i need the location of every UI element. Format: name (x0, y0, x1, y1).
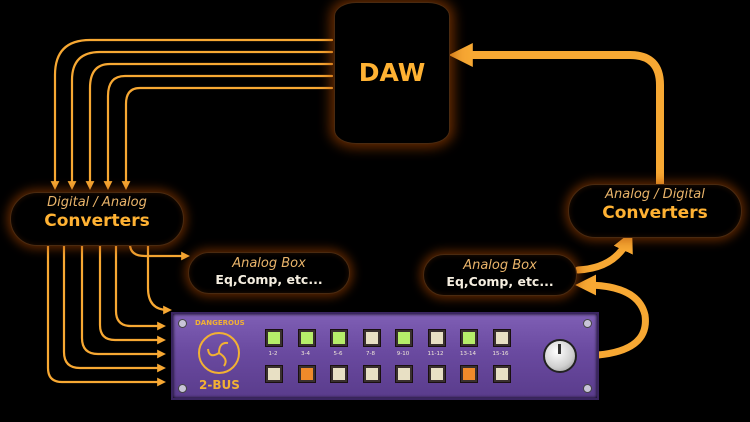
screw-icon (178, 384, 187, 393)
converter-to-bus-line-1 (46, 242, 166, 387)
screw-icon (583, 384, 592, 393)
analog-box-to-converter-arrow (574, 231, 633, 274)
channel-button-bottom[interactable] (493, 366, 510, 382)
converter-to-daw-arrow (448, 43, 664, 188)
converters-right: Analog / Digital Converters (568, 184, 742, 238)
converter-to-bus-line-4 (98, 242, 166, 345)
channel-button-top[interactable] (363, 330, 380, 346)
channel-button-top[interactable] (493, 330, 510, 346)
channel-button-bottom[interactable] (298, 366, 315, 382)
analog-box-to-bus-line (146, 242, 172, 315)
channel-button-top[interactable] (298, 330, 315, 346)
channel-button-bottom[interactable] (396, 366, 412, 382)
channel-label: 5-6 (333, 351, 343, 357)
analog-box-right-line1: Analog Box (463, 258, 537, 273)
channel-label: 1-2 (268, 351, 278, 357)
channel-button-bottom[interactable] (363, 366, 380, 382)
converters-left-line1: Digital / Analog (47, 195, 147, 210)
channel-label: 11-12 (427, 351, 444, 357)
channel-button-top[interactable] (396, 330, 412, 346)
daw-to-converter-line-1 (50, 38, 334, 190)
analog-box-left-line1: Analog Box (232, 256, 306, 271)
converters-right-line2: Converters (602, 203, 708, 223)
level-knob[interactable] (543, 339, 577, 373)
analog-box-right: Analog Box Eq,Comp, etc... (423, 254, 577, 296)
channel-label: 13-14 (460, 351, 476, 357)
converter-to-bus-line-2 (62, 242, 166, 373)
screw-icon (178, 319, 187, 328)
triskelion-logo-icon (198, 332, 240, 374)
channel-label: 7-8 (366, 351, 375, 357)
daw-to-converter-line-2 (67, 50, 334, 190)
converters-left: Digital / Analog Converters (10, 192, 184, 246)
summing-unit-2bus: DANGEROUS 2-BUS 1-2 3-4 5-6 7-8 9-10 11-12 13-… (171, 312, 599, 400)
daw-to-converter-line-3 (85, 62, 334, 190)
analog-box-left-line2: Eq,Comp, etc... (215, 272, 323, 287)
converter-to-bus-line-5 (114, 242, 166, 331)
channel-button-top[interactable] (331, 330, 347, 346)
unit-brand: DANGEROUS (195, 319, 245, 327)
analog-box-left: Analog Box Eq,Comp, etc... (188, 252, 350, 294)
screw-icon (583, 319, 592, 328)
channel-button-top[interactable] (428, 330, 445, 346)
channel-label: 15-16 (492, 351, 509, 357)
channel-button-bottom[interactable] (461, 366, 477, 382)
channel-button-bottom[interactable] (266, 366, 282, 382)
analog-box-right-line2: Eq,Comp, etc... (446, 274, 554, 289)
unit-name: 2-BUS (199, 378, 240, 392)
bus-to-analog-box-arrow (575, 274, 649, 359)
daw-box: DAW (334, 2, 450, 144)
channel-button-top[interactable] (461, 330, 477, 346)
daw-to-converter-line-5 (121, 86, 334, 190)
channel-button-top[interactable] (266, 330, 282, 346)
channel-label: 3-4 (301, 351, 310, 357)
converters-left-line2: Converters (44, 211, 150, 231)
daw-to-converter-line-4 (103, 74, 334, 190)
channel-button-bottom[interactable] (331, 366, 347, 382)
daw-label: DAW (358, 58, 426, 87)
channel-label: 9-10 (396, 351, 410, 357)
converter-to-analog-box-line (128, 242, 190, 261)
converter-to-bus-line-3 (80, 242, 166, 359)
converters-right-line1: Analog / Digital (605, 187, 705, 202)
channel-button-bottom[interactable] (428, 366, 445, 382)
